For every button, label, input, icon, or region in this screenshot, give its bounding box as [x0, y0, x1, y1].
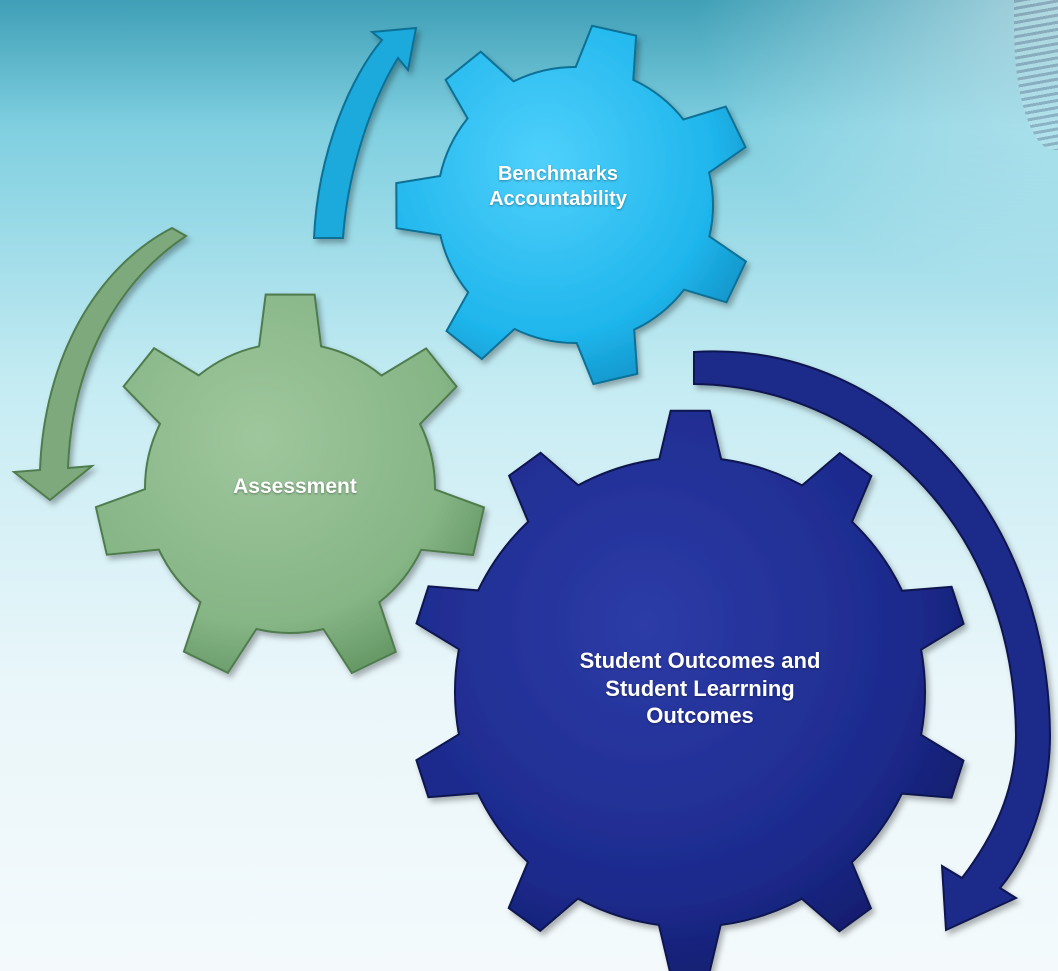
- gear-label-line: Assessment: [233, 475, 357, 498]
- gear-label-line: Accountability: [489, 188, 627, 210]
- gear-label-line: Benchmarks: [497, 163, 619, 185]
- gear-label-assessment: Assessment: [170, 474, 420, 500]
- gear-label-student-outcomes: Student Outcomes and Student Learrning O…: [500, 647, 900, 730]
- gear-label-line: Outcomes: [646, 703, 754, 728]
- gear-label-line: Student Outcomes and: [579, 648, 821, 673]
- gear-label-line: Student Learrning: [605, 675, 795, 701]
- gear-label-benchmarks: Benchmarks Accountability: [440, 162, 676, 212]
